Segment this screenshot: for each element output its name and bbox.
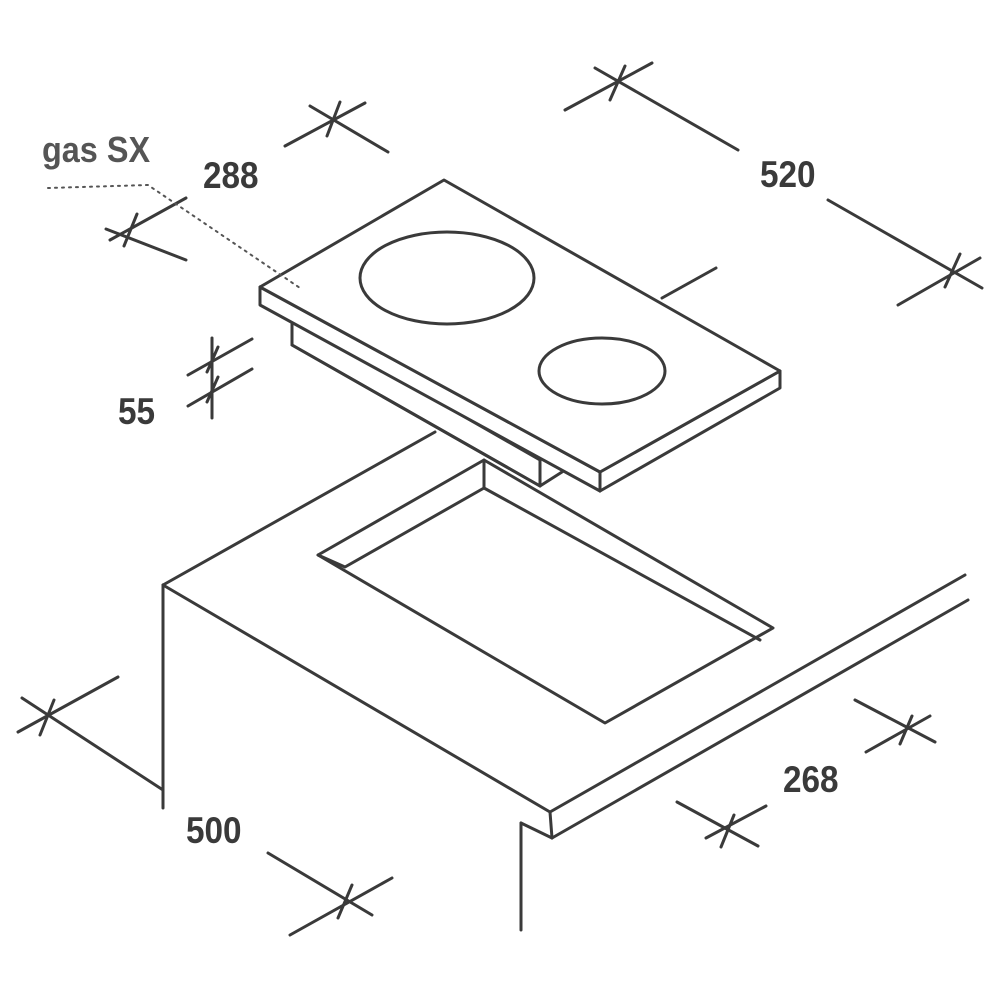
dim-268-top-extension — [864, 714, 932, 754]
model-label-leader — [47, 183, 301, 289]
large-burner-ring — [358, 230, 536, 326]
dim-500-left-tick — [38, 698, 56, 737]
dim-500-right-leader — [266, 851, 374, 917]
dim-500-left-extension — [16, 675, 120, 734]
dim-500-left-leader — [20, 696, 165, 792]
dim-268-bottom-extension — [704, 804, 768, 840]
dim-520-left-leader — [593, 66, 740, 152]
cabinet-front-top — [519, 821, 554, 840]
dim-288-upper-tick — [325, 100, 342, 138]
dim-520-left-tick — [608, 64, 627, 102]
model-label: gas SX — [42, 129, 151, 170]
dim-268-top-tick — [898, 714, 914, 746]
dim-55-top-extension — [186, 337, 254, 377]
dim-520-right-tick — [943, 252, 962, 289]
dim-55-bottom-tick — [205, 375, 220, 404]
dim-55-top-tick — [205, 345, 220, 374]
cutout-outline — [316, 458, 775, 725]
dim-500-right-tick — [336, 883, 354, 920]
dim-268-bottom-leader — [675, 800, 760, 848]
hob-back-extension — [660, 266, 718, 300]
dimension-lines — [16, 61, 984, 937]
small-burner-ring — [537, 336, 667, 406]
dimension-label-268: 268 — [783, 759, 839, 800]
dim-268-top-leader — [853, 698, 937, 744]
worktop-right-edge-top — [548, 573, 967, 814]
dim-288-lower-tick — [122, 212, 139, 248]
worktop-top-back-edge — [161, 430, 437, 587]
dim-500-right-extension — [288, 876, 394, 937]
dim-288-upper-extension — [308, 104, 390, 154]
dim-520-right-extension — [896, 256, 982, 307]
dim-288-lower-extension — [104, 227, 188, 262]
dim-520-right-leader — [826, 198, 984, 290]
cutout-inner-depth — [316, 458, 486, 569]
dimension-label-500: 500 — [186, 810, 242, 851]
hob — [258, 178, 782, 493]
worktop-top-front-edge — [161, 583, 552, 814]
dimension-label-288: 288 — [203, 155, 259, 196]
dim-55-bottom-extension — [186, 367, 254, 408]
cutout — [316, 458, 775, 725]
dimension-label-520: 520 — [760, 154, 816, 195]
worktop-right-edge-bottom — [550, 598, 970, 840]
dimension-label-55: 55 — [118, 391, 156, 432]
worktop — [161, 430, 970, 932]
cutout-inner-right — [482, 486, 762, 642]
dim-268-bottom-tick — [719, 813, 736, 849]
dim-288-upper-leader — [283, 101, 367, 148]
dim-520-left-extension — [563, 61, 654, 112]
worktop-front-thickness — [548, 810, 554, 840]
hob-top-surface — [258, 178, 782, 474]
dim-288-lower-leader — [108, 196, 188, 242]
